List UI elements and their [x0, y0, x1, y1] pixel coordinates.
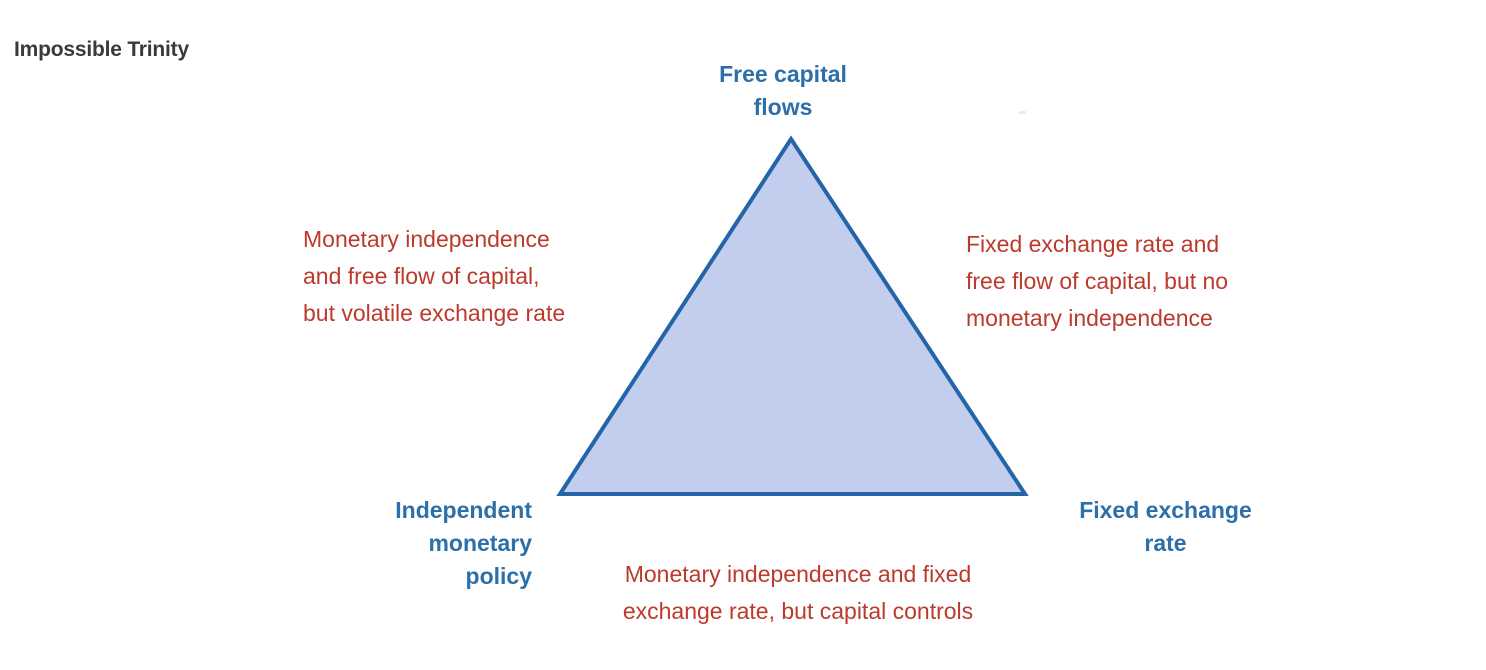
vertex-label-independent-monetary-policy: Independent monetary policy	[395, 497, 532, 589]
side-label-right: Fixed exchange rate and free flow of cap…	[966, 231, 1229, 331]
vertex-label-free-capital-flows: Free capital flows	[719, 61, 847, 120]
image-artifact-speck	[1019, 111, 1026, 114]
side-label-left: Monetary independence and free flow of c…	[303, 226, 566, 326]
page-title: Impossible Trinity	[14, 38, 189, 61]
vertex-label-fixed-exchange-rate: Fixed exchange rate	[1079, 497, 1252, 556]
side-label-bottom: Monetary independence and fixed exchange…	[622, 561, 974, 624]
